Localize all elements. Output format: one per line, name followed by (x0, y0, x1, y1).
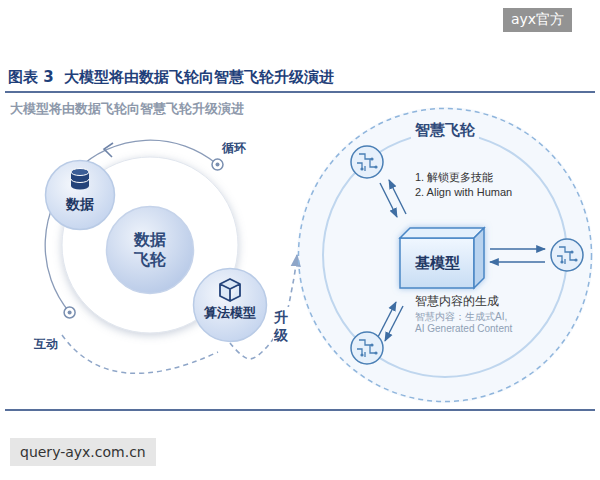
algorithm-model-circle-outline (194, 269, 267, 342)
node-text: 基模型 (415, 254, 460, 273)
wisdom-flywheel-art (551, 239, 583, 271)
data-flywheel-art (68, 311, 72, 315)
data-circle-outline (44, 159, 116, 231)
bottom-rule (5, 409, 595, 411)
content-note: 智慧内容的生成 (415, 293, 499, 310)
data-circle-outline (71, 169, 89, 176)
arc-label: 循环 (222, 140, 246, 157)
data-flywheel-art (212, 159, 223, 170)
data-flywheel-art (45, 140, 217, 312)
inner-subtitle: 大模型将由数据飞轮向智慧飞轮升级演进 (10, 100, 244, 118)
wisdom-flywheel-art (297, 107, 593, 403)
data-circle-outline (71, 179, 89, 183)
base-model-box-outline (474, 228, 484, 288)
content-note: 智慧内容：生成式AI, (415, 310, 507, 324)
wisdom-flywheel-art (490, 248, 545, 249)
wisdom-flywheel-art (490, 261, 545, 262)
watermark: query-ayx.com.cn (10, 438, 156, 466)
skill-note: 2. Align with Human (415, 186, 512, 198)
skill-note: 1. 解锁更多技能 (415, 170, 493, 185)
data-flywheel-art (45, 140, 238, 373)
wisdom-flywheel-circle-outline (299, 109, 592, 402)
arc-label: 互动 (34, 336, 58, 353)
flywheel-core-circle: 数据 飞轮 (105, 205, 195, 295)
node-text: 数据 (66, 196, 94, 214)
base-model-box-outline (400, 228, 484, 238)
base-model-box: 基模型 (400, 228, 484, 288)
wisdom-flywheel-art (351, 332, 383, 364)
content-note: AI Generated Content (415, 323, 512, 334)
edge-label: 升级 (273, 307, 289, 347)
algorithm-model-circle: 算法模型 (192, 267, 268, 343)
wisdom-flywheel-circle: 智慧飞轮基模型 (297, 107, 593, 403)
wisdom-flywheel-art (323, 133, 567, 377)
wisdom-flywheel-art (385, 306, 403, 341)
data-circle-outline (71, 169, 89, 190)
wisdom-flywheel-art (297, 107, 593, 403)
flywheel-core-circle-outline (107, 207, 194, 294)
data-circle-outline (46, 161, 115, 230)
wisdom-flywheel-art (389, 180, 406, 214)
wisdom-flywheel-art (380, 183, 397, 217)
node-text: 智慧飞轮 (411, 121, 479, 140)
watermark: ayx官方 (503, 8, 572, 32)
data-flywheel-art (104, 143, 113, 157)
data-circle: 数据 (44, 159, 116, 231)
data-flywheel-art (64, 307, 75, 318)
base-model-box-outline (400, 228, 484, 288)
base-model-box-outline (400, 238, 474, 288)
algorithm-model-circle-outline (220, 279, 240, 301)
wisdom-flywheel-art (378, 302, 396, 337)
figure-title: 图表 3 大模型将由数据飞轮向智慧飞轮升级演进 (8, 68, 334, 87)
wisdom-flywheel-art (351, 146, 383, 178)
algorithm-model-circle-outline (220, 279, 240, 301)
data-flywheel-art (62, 335, 218, 373)
node-text: 数据 飞轮 (130, 230, 170, 270)
node-text: 算法模型 (204, 305, 256, 321)
title-rule (5, 91, 595, 93)
data-flywheel-art (216, 163, 220, 167)
